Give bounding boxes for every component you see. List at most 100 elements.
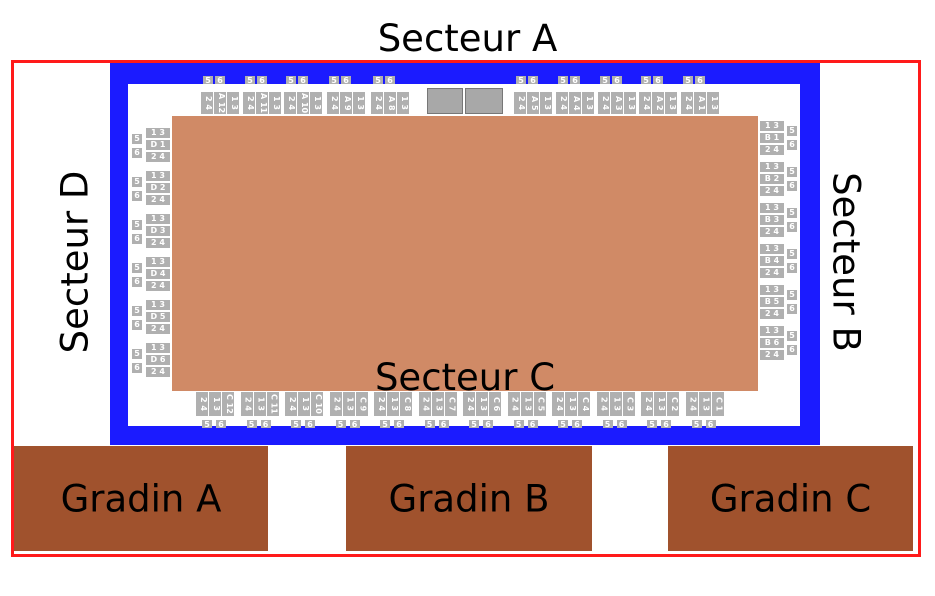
seat-single[interactable]: 6 bbox=[298, 76, 308, 84]
seat-pair[interactable]: 2 4 bbox=[371, 92, 383, 114]
seat-pair[interactable]: 2 4 bbox=[418, 392, 431, 416]
seat-single[interactable]: 5 bbox=[246, 420, 257, 428]
seat-block-label[interactable]: A 8 bbox=[384, 92, 396, 114]
seat-single[interactable]: 6 bbox=[385, 76, 395, 84]
seat-single[interactable]: 6 bbox=[216, 420, 226, 428]
seat-block-label[interactable]: C 3 bbox=[622, 392, 635, 416]
seat-single[interactable]: 5 bbox=[202, 420, 212, 428]
seat-single[interactable]: 6 bbox=[570, 76, 580, 84]
gradin-a[interactable]: Gradin A bbox=[14, 446, 268, 551]
seat-pair[interactable]: 2 4 bbox=[196, 392, 208, 416]
seat-block-label[interactable]: C 2 bbox=[667, 392, 679, 416]
seat-block-label[interactable]: A 5 bbox=[527, 92, 539, 114]
seat-pair[interactable]: 2 4 bbox=[146, 367, 170, 377]
seat-single[interactable]: 6 bbox=[787, 304, 797, 314]
seat-pair[interactable]: 2 4 bbox=[146, 152, 170, 162]
seat-pair[interactable]: 1 3 bbox=[431, 392, 444, 416]
seat-single[interactable]: 5 bbox=[683, 76, 693, 84]
seat-block-label[interactable]: D 2 bbox=[146, 183, 170, 193]
seat-pair[interactable]: 2 4 bbox=[146, 324, 170, 334]
seat-pair[interactable]: 2 4 bbox=[639, 92, 651, 114]
seat-single[interactable]: 5 bbox=[558, 420, 568, 428]
seat-single[interactable]: 6 bbox=[257, 76, 267, 84]
seat-block-label[interactable]: A 3 bbox=[611, 92, 623, 114]
seat-single[interactable]: 6 bbox=[132, 191, 142, 201]
seat-block-label[interactable]: D 4 bbox=[146, 269, 170, 279]
seat-pair[interactable]: 2 4 bbox=[240, 392, 253, 416]
seat-pair[interactable]: 1 3 bbox=[698, 392, 711, 416]
seat-pair[interactable]: 1 3 bbox=[582, 92, 594, 114]
seat-single[interactable]: 6 bbox=[787, 345, 797, 355]
seat-single[interactable]: 6 bbox=[572, 420, 582, 428]
seat-block-label[interactable]: C 10 bbox=[311, 392, 323, 416]
seat-pair[interactable]: 1 3 bbox=[540, 92, 552, 114]
seat-pair[interactable]: 2 4 bbox=[760, 350, 784, 360]
seat-pair[interactable]: 1 3 bbox=[146, 128, 170, 138]
seat-pair[interactable]: 1 3 bbox=[387, 392, 399, 416]
seat-pair[interactable]: 1 3 bbox=[227, 92, 239, 114]
gradin-b[interactable]: Gradin B bbox=[346, 446, 592, 551]
seat-block-label[interactable]: B 6 bbox=[760, 338, 784, 348]
seat-pair[interactable]: 2 4 bbox=[760, 268, 784, 278]
seat-single[interactable]: 5 bbox=[373, 76, 383, 84]
seat-single[interactable]: 5 bbox=[335, 420, 346, 428]
seat-single[interactable]: 5 bbox=[132, 220, 142, 230]
seat-single[interactable]: 6 bbox=[341, 76, 351, 84]
seat-pair[interactable]: 2 4 bbox=[681, 92, 693, 114]
seat-single[interactable]: 5 bbox=[787, 167, 797, 177]
seat-pair[interactable]: 2 4 bbox=[760, 145, 784, 155]
seat-single[interactable]: 5 bbox=[132, 306, 142, 316]
seat-single[interactable]: 6 bbox=[438, 420, 449, 428]
seat-pair[interactable]: 1 3 bbox=[609, 392, 622, 416]
seat-single[interactable]: 6 bbox=[132, 148, 142, 158]
seat-single[interactable]: 5 bbox=[787, 331, 797, 341]
seat-pair[interactable]: 2 4 bbox=[285, 392, 297, 416]
seat-block-label[interactable]: B 2 bbox=[760, 174, 784, 184]
seat-single[interactable]: 5 bbox=[380, 420, 390, 428]
seat-single[interactable]: 5 bbox=[602, 420, 613, 428]
seat-pair[interactable]: 1 3 bbox=[342, 392, 355, 416]
seat-single[interactable]: 5 bbox=[516, 76, 526, 84]
seat-single[interactable]: 6 bbox=[260, 420, 271, 428]
seat-pair[interactable]: 2 4 bbox=[146, 238, 170, 248]
seat-pair[interactable]: 1 3 bbox=[760, 162, 784, 172]
seat-single[interactable]: 5 bbox=[286, 76, 296, 84]
seat-block-label[interactable]: C 12 bbox=[222, 392, 234, 416]
seat-block-label[interactable]: C 11 bbox=[266, 392, 279, 416]
seat-block-label[interactable]: B 4 bbox=[760, 256, 784, 266]
seat-pair[interactable]: 1 3 bbox=[654, 392, 666, 416]
seat-block-label[interactable]: C 8 bbox=[400, 392, 412, 416]
seat-pair[interactable]: 2 4 bbox=[463, 392, 475, 416]
seat-pair[interactable]: 2 4 bbox=[760, 186, 784, 196]
seat-pair[interactable]: 1 3 bbox=[146, 214, 170, 224]
seat-pair[interactable]: 2 4 bbox=[760, 309, 784, 319]
seat-pair[interactable]: 1 3 bbox=[520, 392, 533, 416]
seat-single[interactable]: 6 bbox=[305, 420, 315, 428]
seat-pair[interactable]: 1 3 bbox=[760, 326, 784, 336]
seat-pair[interactable]: 1 3 bbox=[760, 121, 784, 131]
seat-pair[interactable]: 2 4 bbox=[598, 92, 610, 114]
seat-single[interactable]: 6 bbox=[653, 76, 663, 84]
seat-single[interactable]: 6 bbox=[787, 181, 797, 191]
seat-pair[interactable]: 2 4 bbox=[552, 392, 564, 416]
seat-single[interactable]: 5 bbox=[600, 76, 610, 84]
seat-single[interactable]: 5 bbox=[469, 420, 479, 428]
seat-pair[interactable]: 2 4 bbox=[507, 392, 520, 416]
seat-block-label[interactable]: A 2 bbox=[652, 92, 664, 114]
seat-block-label[interactable]: A 12 bbox=[214, 92, 226, 114]
seat-pair[interactable]: 1 3 bbox=[397, 92, 409, 114]
seat-single[interactable]: 5 bbox=[647, 420, 657, 428]
seat-pair[interactable]: 2 4 bbox=[327, 92, 339, 114]
gradin-c[interactable]: Gradin C bbox=[668, 446, 913, 551]
seat-single[interactable]: 5 bbox=[787, 290, 797, 300]
seat-single[interactable]: 5 bbox=[203, 76, 213, 84]
seat-single[interactable]: 5 bbox=[787, 249, 797, 259]
seat-single[interactable]: 6 bbox=[132, 363, 142, 373]
seat-block-label[interactable]: C 6 bbox=[489, 392, 501, 416]
seat-pair[interactable]: 2 4 bbox=[374, 392, 386, 416]
seat-single[interactable]: 5 bbox=[558, 76, 568, 84]
seat-single[interactable]: 5 bbox=[132, 134, 142, 144]
seat-pair[interactable]: 1 3 bbox=[146, 171, 170, 181]
seat-pair[interactable]: 2 4 bbox=[760, 227, 784, 237]
seat-pair[interactable]: 1 3 bbox=[760, 285, 784, 295]
